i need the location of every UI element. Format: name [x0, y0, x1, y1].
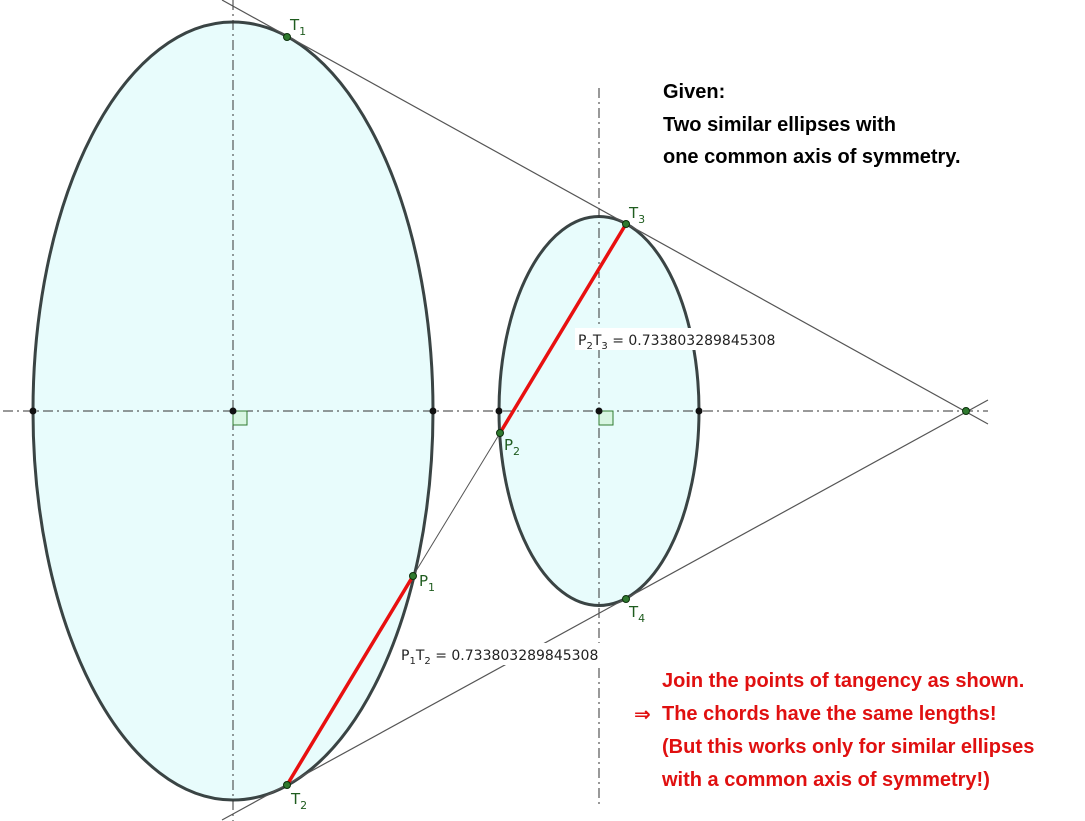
conclusion-line-4: with a common axis of symmetry!) [662, 769, 990, 791]
right-angle-marker-large [232, 410, 248, 426]
conclusion-line-3: (But this works only for similar ellipse… [662, 736, 1035, 758]
upper-tangent-line [221, 0, 989, 425]
measure-p2t3: P2T3 = 0.733803289845308 [578, 333, 775, 352]
chord-p1-t2[interactable] [285, 575, 415, 786]
small-center-point[interactable] [595, 407, 603, 415]
label-p2: P2 [504, 436, 520, 458]
point-t3[interactable] [622, 220, 630, 228]
small-right-vertex[interactable] [695, 407, 703, 415]
measure-p2t3-bg [575, 328, 783, 350]
conclusion-line-1: Join the points of tangency as shown. [662, 670, 1025, 692]
point-t1[interactable] [283, 33, 291, 41]
right-angle-marker-small [598, 410, 614, 426]
large-right-vertex[interactable] [429, 407, 437, 415]
lower-tangent-line [221, 399, 989, 821]
label-p1: P1 [419, 572, 435, 594]
point-p1[interactable] [409, 572, 417, 580]
implies-arrow-icon: ⇒ [634, 702, 651, 726]
given-line-1: Two similar ellipses with [663, 113, 897, 136]
conclusion-text-block: Join the points of tangency as shown. ⇒T… [634, 665, 1034, 797]
large-center-point[interactable] [229, 407, 237, 415]
measure-p1t2: P1T2 = 0.733803289845308 [401, 648, 598, 667]
chord-extension-line [412, 432, 501, 577]
conclusion-line-2: ⇒The chords have the same lengths! [634, 698, 1034, 731]
label-t2: T2 [290, 790, 307, 812]
given-line-2: one common axis of symmetry. [663, 146, 961, 168]
intersection-point[interactable] [962, 407, 970, 415]
label-t4: T4 [628, 603, 645, 625]
small-left-vertex[interactable] [495, 407, 503, 415]
label-t3: T3 [628, 204, 645, 226]
point-t4[interactable] [622, 595, 630, 603]
measure-p1t2-bg [398, 643, 606, 665]
large-left-vertex[interactable] [29, 407, 37, 415]
point-t2[interactable] [283, 781, 291, 789]
chord-p2-t3[interactable] [498, 223, 628, 434]
given-heading: Given: [663, 81, 726, 103]
point-p2[interactable] [496, 429, 504, 437]
given-text-block: Given: Two similar ellipses with one com… [663, 76, 961, 174]
label-t1: T1 [289, 16, 306, 38]
